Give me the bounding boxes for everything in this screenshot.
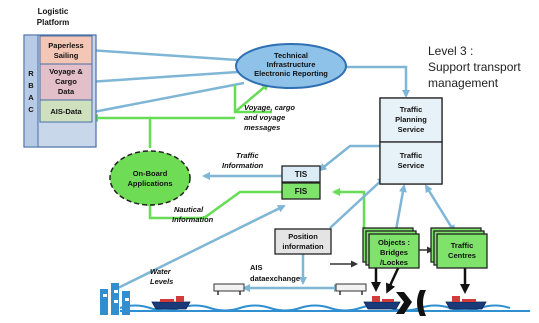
technical-line3: Electronic Reporting (254, 69, 328, 78)
arrow-water-to-fis (117, 204, 286, 290)
arrow-tech-to-ais (86, 81, 245, 116)
fis-label: FIS (295, 187, 308, 196)
logistic-platform: Logistic Platform R B A C Paperless Sail… (23, 7, 97, 148)
level-caption: Level 3 : Support transport management (428, 44, 521, 90)
messages-line3: messages (244, 123, 280, 132)
nautical-line2: Information (172, 215, 214, 224)
ais-exchange-line1: AIS (250, 263, 263, 272)
level-line2: Support transport (428, 60, 521, 74)
paperless-line1: Paperless (48, 41, 83, 50)
rbac-letter-a: A (28, 93, 34, 102)
water-line2: Levels (150, 277, 173, 286)
ship-icon-right (445, 296, 487, 310)
onboard-line1: On-Board (133, 169, 168, 178)
water-gauge-icon (100, 283, 130, 315)
platform-title-line2: Platform (37, 18, 69, 27)
nautical-label: Nautical Information (172, 205, 214, 224)
platform-title-line1: Logistic (38, 7, 69, 16)
voyage-box (39, 63, 93, 101)
level-line3: management (428, 76, 499, 90)
traffic-service-box (379, 141, 443, 185)
traffic-info-line2: Information (222, 161, 264, 170)
rbac-letter-c: C (28, 105, 34, 114)
water-levels-label: Water Levels (150, 267, 173, 286)
technical-line1: Technical (274, 51, 308, 60)
arrow-objects-service (392, 184, 407, 236)
water-line (120, 310, 530, 312)
rbac-letter-r: R (28, 69, 34, 78)
rbac-column (23, 34, 39, 148)
connector-arrows (86, 46, 470, 294)
traffic-services: Traffic Planning Service Traffic Service (379, 97, 443, 185)
rbac-letter-b: B (28, 81, 34, 90)
tis-label: TIS (295, 170, 308, 179)
messages-line2: and voyage (244, 113, 285, 122)
centres-line2: Centres (448, 251, 476, 260)
onboard-line2: Applications (127, 179, 172, 188)
ship-icon-left (151, 296, 191, 310)
objects-bridges-locks: Objects : Bridges /Lockes (362, 227, 420, 269)
planning-line2: Planning (395, 115, 427, 124)
technical-infrastructure: Technical Infrastructure Electronic Repo… (235, 43, 347, 89)
ais-transponder-icon-right (335, 283, 367, 295)
messages-line1: Voyage, cargo (244, 103, 295, 112)
position-line2: information (282, 242, 324, 251)
objects-line1: Objects : (378, 238, 410, 247)
ais-transponder-icon-left (213, 283, 245, 295)
waterway-scene (0, 283, 539, 323)
planning-line1: Traffic (400, 105, 423, 114)
ais-exchange-line2: dataexchange (250, 274, 300, 283)
paperless-box (39, 35, 93, 65)
paperless-line2: Sailing (54, 51, 79, 60)
onboard-ellipse (109, 150, 191, 206)
tis-box (281, 165, 321, 183)
nautical-line1: Nautical (174, 205, 204, 214)
level-line1: Level 3 : (428, 44, 473, 58)
objects-line3: /Lockes (380, 258, 408, 267)
arrow-position-to-service (329, 176, 386, 229)
water-line1: Water (150, 267, 172, 276)
arrow-green-to-tech (234, 82, 270, 113)
planning-line3: Service (398, 125, 425, 134)
ais-data-box (39, 99, 93, 123)
green-route-onboard (118, 116, 152, 148)
objects-line2: Bridges (380, 248, 408, 257)
service-line1: Traffic (400, 151, 423, 160)
tis-fis: TIS FIS (281, 165, 321, 200)
position-information: Position information (274, 228, 332, 255)
arrow-tech-to-voyage (86, 70, 239, 86)
voyage-line2: Cargo (55, 77, 77, 86)
ais-data-label: AIS-Data (50, 107, 82, 116)
voyage-line1: Voyage & (49, 67, 83, 76)
position-line1: Position (288, 232, 318, 241)
voyage-line3: Data (58, 87, 75, 96)
onboard-applications: On-Board Applications (109, 150, 191, 206)
arrow-service-to-tis (318, 144, 380, 172)
traffic-info-line1: Traffic (236, 151, 259, 160)
traffic-information-label: Traffic Information (222, 151, 264, 170)
ship-icon-lock (363, 296, 401, 310)
service-line2: Service (398, 161, 425, 170)
arrow-tech-to-paperless (86, 46, 239, 62)
position-box (274, 228, 332, 255)
centres-box (436, 233, 488, 269)
traffic-planning-box (379, 97, 443, 143)
technical-line2: Infrastructure (267, 60, 316, 69)
lock-gate-icon (396, 290, 426, 316)
messages-label: Voyage, cargo and voyage messages (244, 103, 295, 132)
arrow-fis-to-onboard (146, 190, 282, 220)
traffic-centres: Traffic Centres (430, 227, 488, 269)
arrow-tech-to-planning (344, 65, 410, 98)
arrow-centres-service (424, 184, 456, 234)
arrow-objects-to-fis (332, 188, 366, 232)
ais-exchange-label: AIS dataexchange (250, 263, 300, 283)
technical-ellipse (235, 43, 347, 89)
objects-box (368, 233, 420, 269)
fis-box (281, 182, 321, 200)
centres-line1: Traffic (451, 241, 474, 250)
